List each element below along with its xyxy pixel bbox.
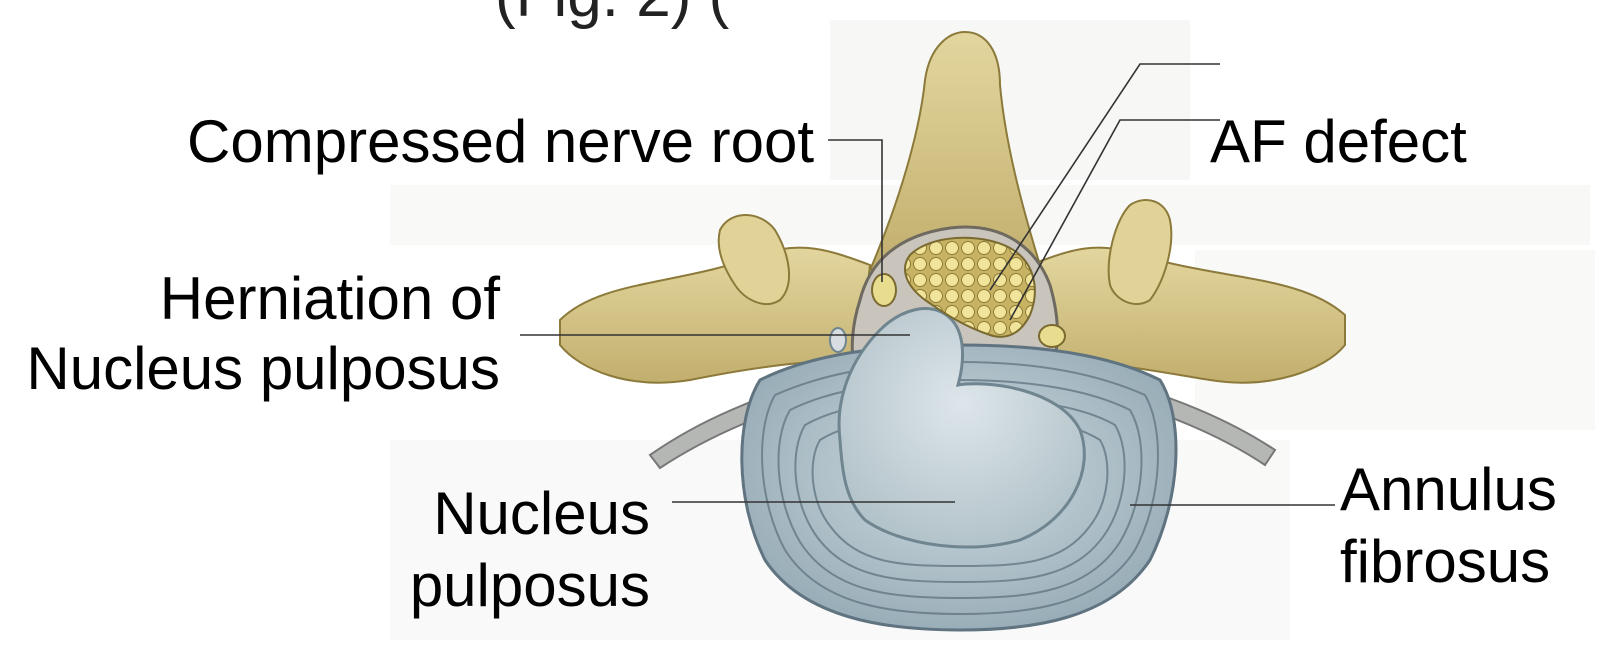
label-annulus-line1: Annulus [1340, 456, 1557, 524]
label-nucleus-line2: pulposus [300, 552, 650, 620]
label-annulus-line2: fibrosus [1340, 528, 1550, 596]
compressed-nerve-root-shape [872, 274, 896, 306]
nerve-root-right-shape [1039, 325, 1065, 347]
label-compressed-nerve-root: Compressed nerve root [158, 108, 814, 176]
heading-fragment: (Fig. 2) ( [495, 0, 729, 30]
herniation-tip-shape [830, 328, 846, 352]
label-af-defect: AF defect [1210, 108, 1467, 176]
label-herniation-line1: Herniation of [0, 265, 500, 333]
label-nucleus-line1: Nucleus [300, 480, 650, 548]
label-herniation-line2: Nucleus pulposus [0, 335, 500, 403]
